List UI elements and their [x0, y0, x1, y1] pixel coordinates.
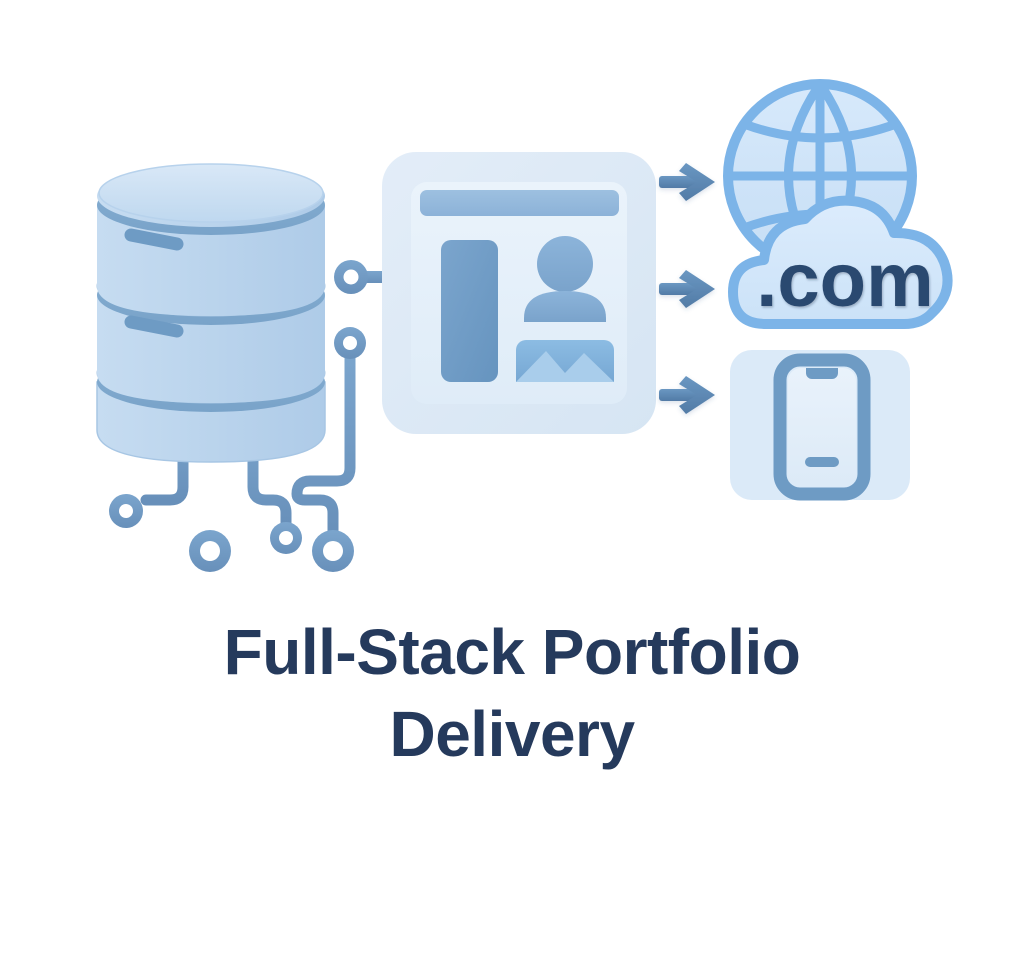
cloud-domain-text: .com — [756, 238, 933, 323]
mobile-device-tile — [730, 350, 910, 501]
circuit-pad-left — [109, 494, 143, 528]
globe-parallel-upper — [739, 119, 901, 143]
database-icon — [96, 163, 326, 463]
database-vent-slot-2 — [124, 315, 184, 338]
arrow-to-cloud — [659, 270, 715, 308]
circuit-pad-center — [189, 530, 231, 572]
card-avatar-head — [537, 236, 593, 292]
database-vent-slot-1 — [124, 228, 184, 251]
circuit-pads — [109, 327, 366, 572]
cloud-domain-icon: .com — [728, 195, 953, 329]
card-image-tile — [516, 340, 614, 382]
circuit-pad-small — [270, 522, 302, 554]
web-app-card — [382, 152, 656, 434]
phone-screen — [788, 368, 856, 486]
circuit-trace-3 — [247, 414, 292, 530]
card-avatar-body — [524, 291, 606, 322]
circuit-pad-right — [312, 530, 354, 572]
arrow-to-mobile — [659, 376, 715, 414]
arrow-to-globe — [659, 163, 715, 201]
card-header-bar — [420, 190, 619, 216]
card-content-block — [441, 240, 498, 382]
delivery-arrows — [659, 163, 715, 414]
circuit-trace-1 — [140, 414, 189, 506]
phone-frame — [773, 353, 871, 501]
circuit-trace-4 — [291, 346, 356, 542]
circuit-pad-top — [334, 327, 366, 359]
phone-notch — [806, 368, 838, 379]
phone-home-indicator — [805, 457, 839, 467]
